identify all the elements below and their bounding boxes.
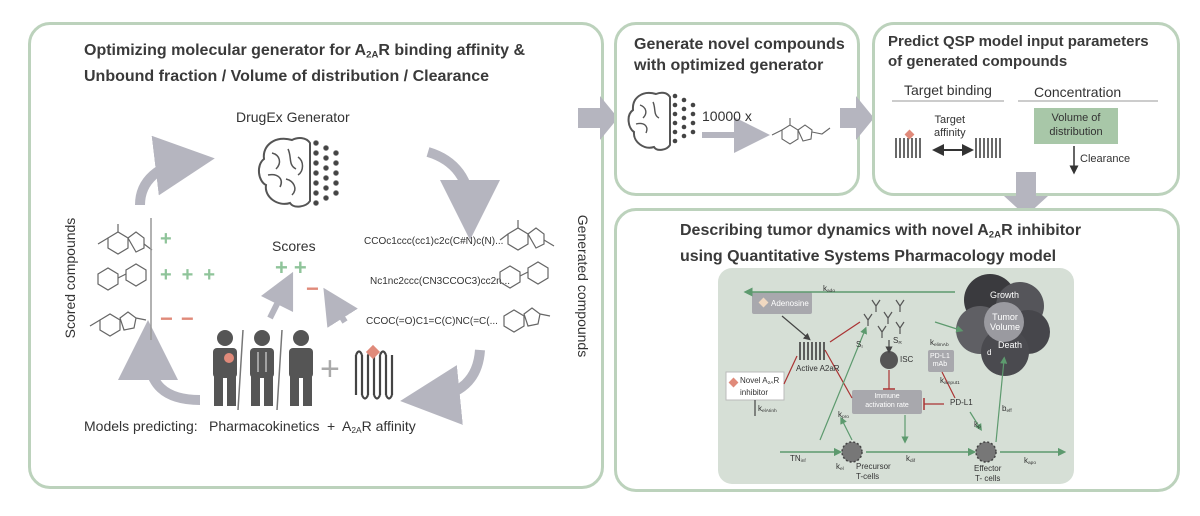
multiplier-label: 10000 x [702,108,752,124]
isc-label: ISC [900,355,914,364]
k-el-label: kel [836,462,844,473]
k-apo-label: kapo [1024,456,1037,467]
k-ainput1-label: kainput1 [940,376,960,387]
panel-predict-qsp [872,22,1180,196]
smiles-3: CCOC(=O)C1=C(C)NC(=C(... [366,316,498,327]
models-plus: + [327,418,336,434]
drugex-generator-label: DrugEx Generator [236,109,350,125]
minus-score: −− [160,306,202,331]
s-l-label: SI [856,340,863,351]
tn-inf-label: TNinf [790,454,806,465]
k-pro-label: kpro [838,410,849,421]
plus-score-1: + [160,228,172,250]
scores-label: Scores [272,238,316,254]
panel4-title: Describing tumor dynamics with novel A2A… [680,222,1082,266]
smiles-2: Nc1nc2ccc(CN3CCOC3)cc2n... [370,276,511,287]
pharmacokinetics-label: Pharmacokinetics [209,418,320,434]
models-predicting-label: Models predicting: [84,418,198,434]
clearance-label: Clearance [1080,153,1131,165]
panel1-title: Optimizing molecular generator for A2AR … [84,42,526,86]
k-p-label: kp [974,420,981,431]
scores-minus: − [306,276,319,301]
k-elaiinh-label: kelAIinh [758,404,777,415]
panel3-title: Predict QSP model input parameters of ge… [888,33,1149,70]
smiles-1: CCOc1ccc(cc1)c2c(C#N)c(N)... [364,236,504,247]
b-eff-label: beff [1002,404,1012,415]
adenosine-label: Adenosine [771,299,809,308]
s-r-label: SR [893,336,902,347]
d-label: d [987,348,992,357]
k-elimab-label: kelimAb [930,338,949,349]
concentration-label: Concentration [1034,84,1122,100]
k-ado-label: kado [823,284,836,295]
scores-plus: ++ [275,255,313,280]
growth-label: Growth [990,290,1020,300]
death-label: Death [998,340,1023,350]
affinity-label: A2AR affinity [342,418,416,436]
panel-molecular-generator [28,22,604,489]
active-a2ar-label: Active A2aR [796,364,840,373]
panel2-title: Generate novel compounds with optimized … [634,36,845,74]
plus-sign-big: + [320,350,340,388]
pd-l1-label: PD-L1 [950,398,973,407]
plus-score-2: +++ [160,264,226,286]
k-dif-label: kdif [906,454,916,465]
target-binding-label: Target binding [904,82,992,98]
